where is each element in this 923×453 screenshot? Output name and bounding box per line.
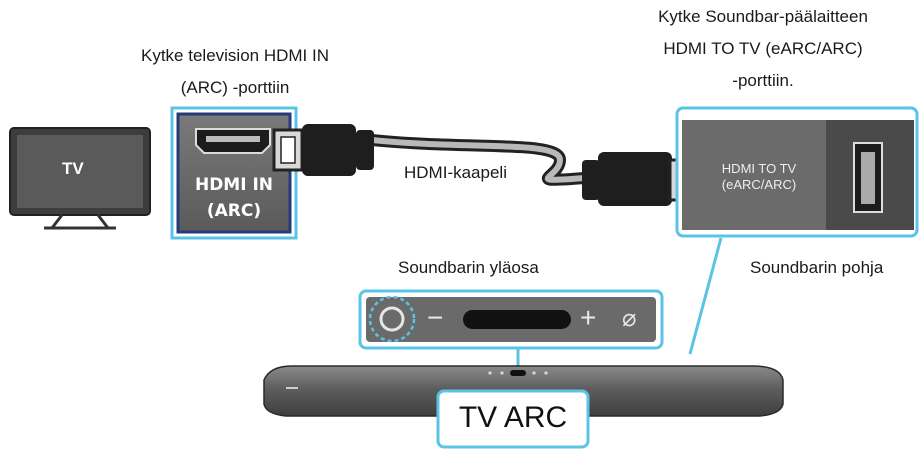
- volume-up-icon: +: [580, 302, 597, 333]
- soundbar-hdmi-panel: [675, 106, 919, 238]
- hdmi-in-port-label: HDMI IN (ARC): [178, 172, 290, 224]
- hdmi-out-socket-icon: [853, 142, 883, 213]
- hdmi-in-port-line1: HDMI IN: [194, 175, 274, 195]
- volume-down-icon: −: [427, 302, 444, 333]
- soundbar-port-line1: HDMI TO TV: [721, 161, 797, 176]
- soundbar-port-caption-line1: Kytke Soundbar-päälaitteen: [658, 7, 868, 26]
- tv-label: TV: [62, 159, 84, 178]
- soundbar-top-panel: [358, 289, 664, 350]
- soundbar-port-caption-line3: -porttiin.: [732, 71, 794, 90]
- hdmi-in-caption-line1: Kytke television HDMI IN: [141, 46, 329, 65]
- tv-icon: [9, 127, 151, 230]
- soundbar-port-caption: Kytke Soundbar-päälaitteen HDMI TO TV (e…: [610, 1, 916, 97]
- tv-arc-box: [436, 389, 590, 449]
- hdmi-in-caption-line2: (ARC) -porttiin: [180, 78, 290, 97]
- mic-off-icon: ⌀: [622, 305, 637, 332]
- soundbar-port-caption-line2: HDMI TO TV (eARC/ARC): [663, 39, 863, 58]
- soundbar-port-line2: (eARC/ARC): [721, 177, 797, 192]
- tv-arc-label: TV ARC: [458, 401, 568, 434]
- cable-label: HDMI-kaapeli: [404, 163, 507, 182]
- hdmi-plug-left-icon: [272, 124, 374, 176]
- hdmi-in-port-line2: (ARC): [206, 201, 262, 221]
- hdmi-in-caption: Kytke television HDMI IN (ARC) -porttiin: [110, 40, 360, 104]
- soundbar-port-label: HDMI TO TV (eARC/ARC): [706, 161, 812, 193]
- hdmi-cable: [366, 134, 591, 186]
- soundbar-top-label: Soundbarin yläosa: [398, 258, 539, 277]
- hdmi-in-socket-icon: [195, 128, 271, 154]
- soundbar-bottom-label: Soundbarin pohja: [750, 258, 884, 277]
